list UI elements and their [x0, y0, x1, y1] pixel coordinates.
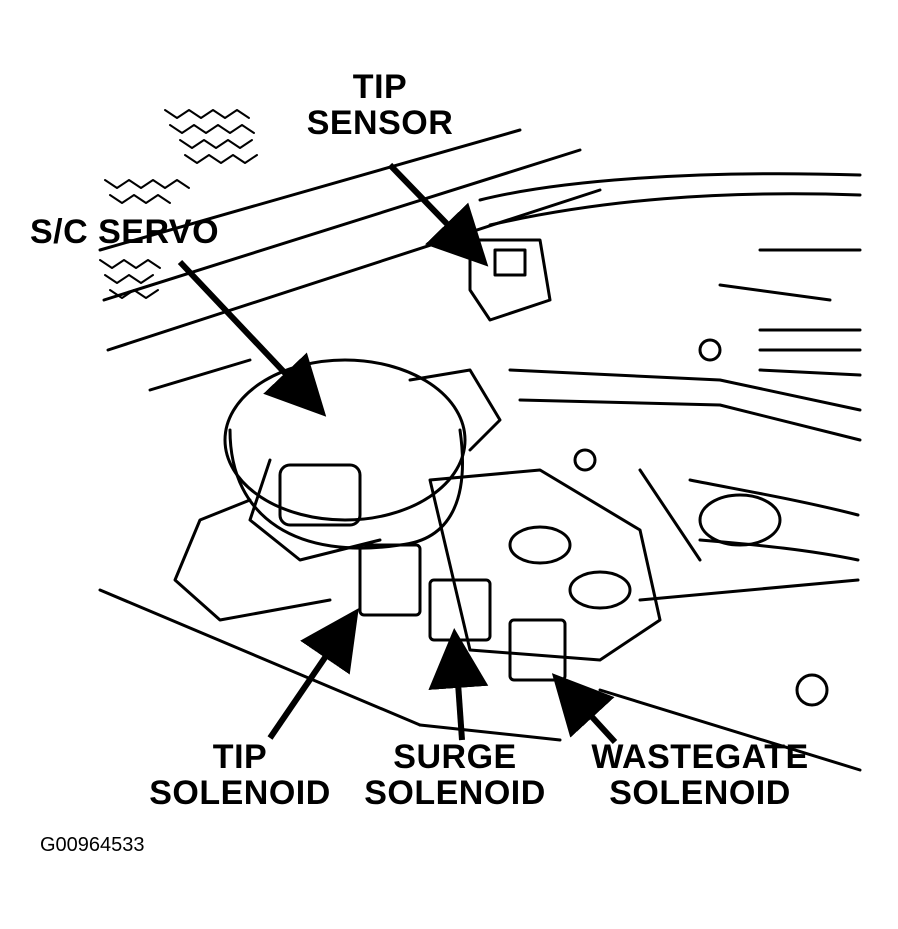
hose: [518, 398, 862, 442]
wastegate-solenoid-label: WASTEGATE SOLENOID: [580, 738, 820, 812]
tip-sensor-body: [468, 238, 552, 322]
hood-edge-line: [98, 128, 522, 252]
wastegate-solenoid-line-1: WASTEGATE: [591, 738, 809, 776]
surge-solenoid-arrow: [428, 628, 489, 741]
wastegate-solenoid-connector: [508, 618, 567, 682]
hose: [478, 172, 862, 202]
lower-body-line: [418, 723, 562, 742]
tip-sensor-line-1: TIP: [352, 68, 408, 106]
servo-body: [173, 358, 502, 622]
hood-edge-line: [106, 188, 602, 352]
solenoid-bracket: [428, 468, 662, 662]
hose: [638, 468, 702, 562]
tip-solenoid-line-1: TIP: [212, 738, 268, 776]
bellows: [698, 493, 782, 547]
tip-solenoid-line-2: SOLENOID: [149, 773, 331, 812]
lower-right-line: [598, 688, 862, 772]
hose: [758, 368, 862, 377]
tip-sensor-arrow: [387, 162, 489, 267]
wastegate-solenoid-arrow: [551, 673, 618, 745]
tip-solenoid-arrow: [267, 608, 359, 740]
fender-line: [148, 358, 252, 392]
hose: [688, 478, 860, 517]
hood-edge-line: [102, 148, 582, 302]
sc-servo-label: S/C SERVO: [30, 213, 220, 251]
lower-right-line: [638, 578, 860, 602]
tip-solenoid-connector: [358, 543, 422, 617]
sc-servo-arrow: [177, 259, 327, 417]
tip-sensor-line-2: SENSOR: [306, 103, 454, 142]
hose: [488, 192, 862, 227]
tip-sensor-label: TIP SENSOR: [300, 68, 460, 142]
wastegate-solenoid-line-2: SOLENOID: [609, 773, 791, 812]
tip-solenoid-label: TIP SOLENOID: [140, 738, 340, 812]
hatch-marks: [99, 109, 258, 299]
figure-code: G00964533: [40, 834, 145, 856]
surge-solenoid-line-2: SOLENOID: [364, 773, 546, 812]
surge-solenoid-line-1: SURGE: [393, 738, 517, 776]
surge-solenoid-label: SURGE SOLENOID: [355, 738, 555, 812]
hose: [508, 368, 862, 412]
lower-body-line: [98, 588, 422, 727]
